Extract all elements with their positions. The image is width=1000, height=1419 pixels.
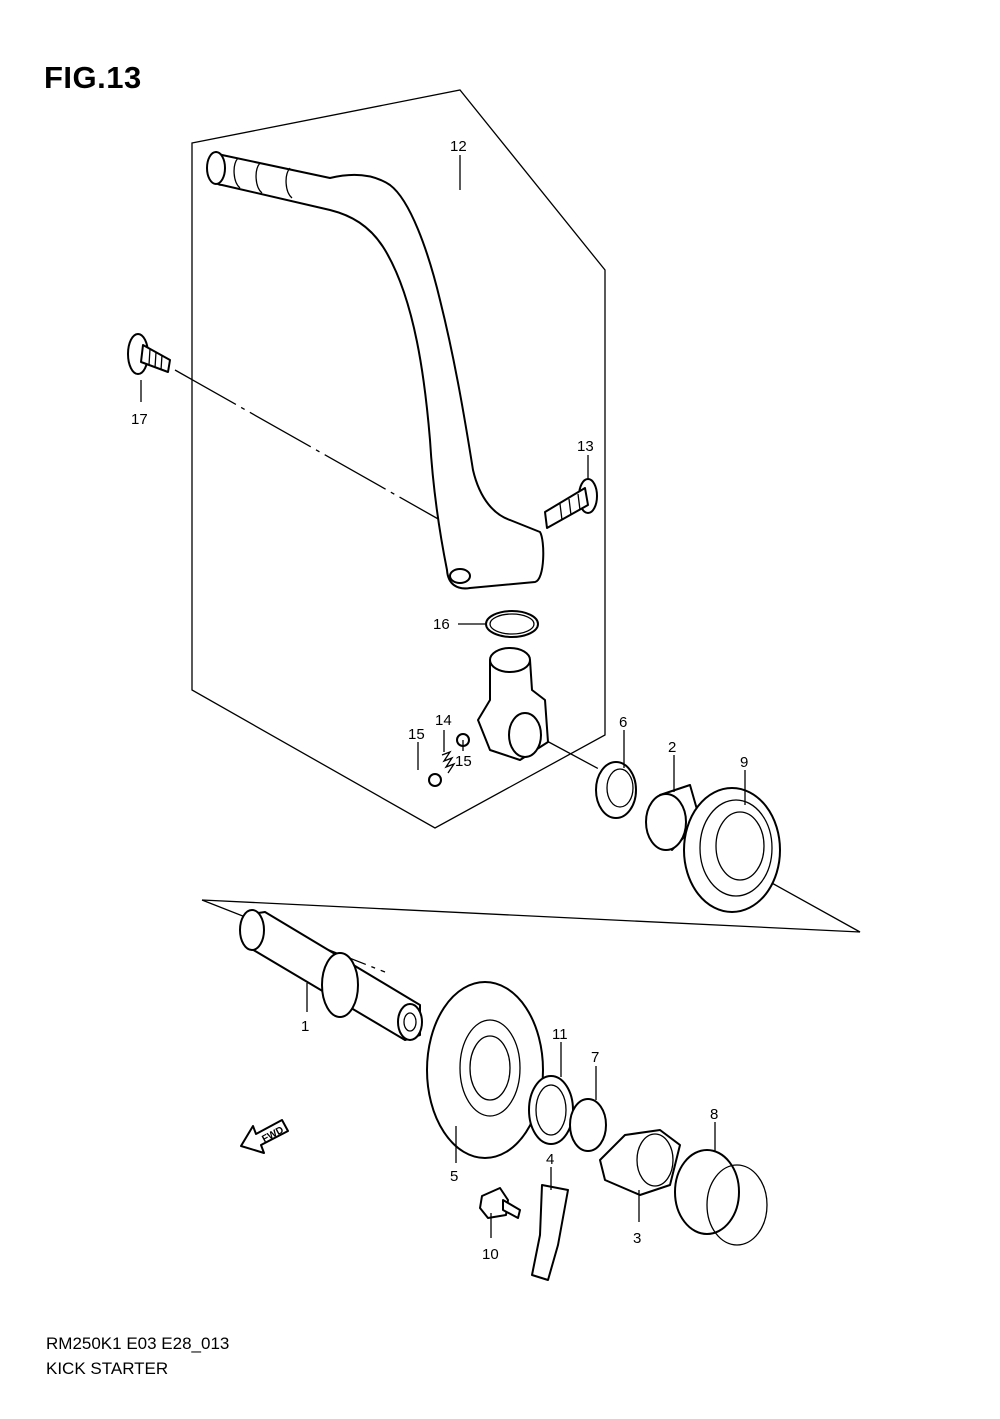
fwd-label: FWD (260, 1125, 285, 1145)
callout-15b: 15 (455, 753, 472, 770)
callout-10: 10 (482, 1246, 499, 1263)
callout-17: 17 (131, 411, 148, 428)
callout-12: 12 (450, 138, 467, 155)
callout-1: 1 (301, 1018, 309, 1035)
callout-9: 9 (740, 754, 748, 771)
spring-8-part (674, 1149, 768, 1246)
bolt-10-part (479, 1187, 521, 1219)
callout-8: 8 (710, 1106, 718, 1123)
forward-arrow-icon: FWD (240, 1119, 289, 1154)
kick-gear-5-part (426, 981, 544, 1159)
kick-shaft-1-part (239, 909, 423, 1041)
axis-line-lever (544, 739, 611, 776)
circlip-7-part (569, 1098, 607, 1152)
kick-lever-part (206, 151, 545, 590)
collar-2-part (645, 784, 701, 851)
axis-line-bolt-17 (174, 369, 441, 521)
ratchet-3-part (599, 1129, 681, 1196)
return-spring-9-part (683, 787, 781, 913)
callout-3: 3 (633, 1230, 641, 1247)
o-ring-16-part (485, 610, 539, 638)
callout-15a: 15 (408, 726, 425, 743)
assembly-group-box (191, 89, 606, 829)
ball-15a-part (428, 773, 442, 787)
callout-7: 7 (591, 1049, 599, 1066)
callout-5: 5 (450, 1168, 458, 1185)
stopper-plate-4-part (531, 1184, 569, 1281)
diagram-name: KICK STARTER (46, 1359, 169, 1378)
washer-11-part (528, 1075, 574, 1145)
diagram-code: RM250K1 E03 E28_013 (46, 1334, 230, 1353)
oil-seal-6-part (595, 761, 637, 819)
figure-title: FIG.13 (44, 60, 142, 95)
lever-boss-part (477, 647, 549, 761)
callout-4: 4 (546, 1151, 554, 1168)
spring-14-part (441, 750, 456, 774)
callout-14: 14 (435, 712, 452, 729)
callout-leaders (140, 155, 746, 1238)
bolt-13-part (544, 478, 598, 529)
callout-16: 16 (433, 616, 450, 633)
assembly-group-bracket (201, 881, 861, 933)
callout-11: 11 (552, 1026, 568, 1043)
callout-13: 13 (577, 438, 594, 455)
callout-6: 6 (619, 714, 627, 731)
callout-2: 2 (668, 739, 676, 756)
bolt-17-part (127, 333, 171, 375)
